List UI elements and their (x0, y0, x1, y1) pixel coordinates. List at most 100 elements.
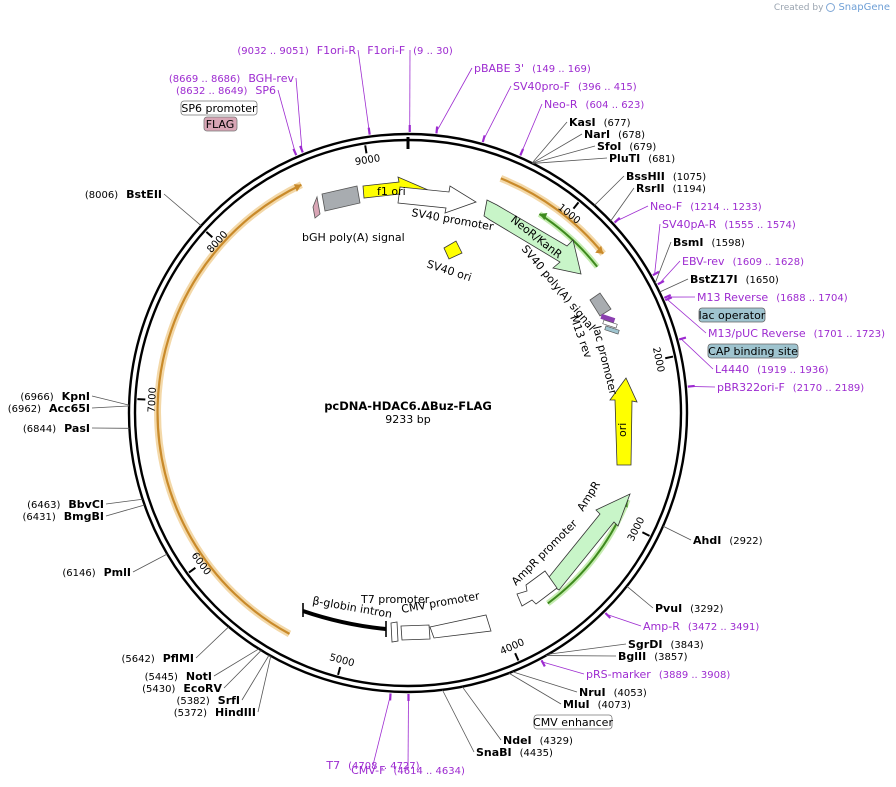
primer-mark-f1ori-r (367, 127, 371, 135)
leader-bsmi (654, 241, 672, 284)
bgh-polya-label: bGH poly(A) signal (302, 231, 405, 244)
orf-arc-green-1-head (539, 213, 548, 220)
tick-9000 (364, 145, 368, 154)
tick-4000 (514, 652, 520, 661)
primer-mark-sv40pro-f (481, 135, 486, 143)
tick-label-7000: 7000 (147, 387, 159, 413)
leader-prs-marker (542, 661, 585, 675)
leader-pbabe-3- (436, 67, 473, 132)
svg-text:CAP binding site: CAP binding site (708, 345, 798, 358)
leader-sv40pro-f (482, 85, 512, 141)
plasmid-length: 9233 bp (385, 413, 430, 426)
created-by-text: Created by (773, 2, 824, 13)
site-pflmi: (5642)PflMI (121, 652, 194, 665)
leader-acc65i (91, 405, 130, 409)
snapgene-brand: Created by SnapGene (774, 2, 890, 13)
primer-pbr322ori-f: pBR322ori-F(2170 .. 2189) (717, 381, 864, 394)
svg-text:CMV enhancer: CMV enhancer (533, 716, 613, 729)
tick-2000 (665, 355, 674, 360)
site-nrui: NruI(4053) (579, 686, 647, 699)
site-acc65i: (6962)Acc65I (8, 402, 90, 415)
primer-prs-marker: pRS-marker(3889 .. 3908) (586, 668, 730, 681)
m13-rev-feature (600, 313, 616, 324)
leader-ndei (461, 686, 502, 741)
site-pasi: (6844)PasI (23, 422, 90, 435)
tick-label-5000: 5000 (328, 652, 355, 669)
sp6-promoter-box: SP6 promoter (180, 100, 258, 116)
leader-kasi (531, 121, 568, 164)
site-noti: (5445)NotI (145, 670, 212, 683)
primer-neo-r: Neo-R(604 .. 623) (544, 98, 644, 111)
primer-f1ori-f: F1ori-F(9 .. 30) (367, 44, 453, 57)
tick-1000 (572, 201, 580, 210)
leader-bsteii (163, 193, 202, 227)
svg-text:lac operator: lac operator (699, 309, 766, 322)
primer-mark-sp6 (292, 148, 298, 156)
cap-binding-site-box: CAP binding site (707, 343, 799, 359)
sv40-polya-feature (589, 292, 612, 317)
tick-label-4000: 4000 (499, 637, 527, 657)
neor-kanr-feature (483, 199, 582, 275)
leader-sfoi (532, 145, 596, 164)
site-pvui: PvuI(3292) (655, 602, 724, 615)
leader-nari (532, 133, 583, 164)
snapgene-name: SnapGene (838, 2, 890, 13)
primer-mark-ebv-rev (657, 280, 665, 286)
primer-amp-r: Amp-R(3472 .. 3491) (643, 620, 759, 633)
leader-kpni (91, 395, 130, 406)
leader-rsrii (610, 187, 635, 222)
leader-bsshii (594, 175, 625, 206)
orf-arc-neo (500, 177, 605, 255)
tick-5000 (337, 666, 342, 676)
t7-promoter-label: T7 promoter (360, 593, 430, 606)
lac-operator-box: lac operator (698, 307, 766, 323)
primer-bgh-rev: (8669 .. 8686)BGH-rev (169, 72, 295, 85)
sv40-ori-feature (443, 240, 463, 260)
primer-mark-amp-r (604, 612, 612, 619)
site-snabi: SnaBI(4435) (476, 746, 553, 759)
sv40-promoter-feature (397, 185, 477, 214)
ori-feature (609, 377, 638, 466)
site-ahdi: AhdI(2922) (693, 534, 763, 547)
site-nari: NarI(678) (584, 128, 645, 141)
leader-t7 (372, 695, 391, 766)
sv40-ori-label: SV40 ori (425, 257, 473, 284)
tick-6000 (188, 566, 196, 574)
site-bstz17i: BstZ17I(1650) (690, 273, 779, 286)
site-hindiii: (5372)HindIII (174, 706, 256, 719)
f1-ori-label: f1 ori (377, 185, 406, 198)
site-kasi: KasI(677) (569, 116, 631, 129)
ori-label: ori (616, 423, 629, 437)
flag-feature (312, 195, 321, 219)
site-kpni: (6966)KpnI (20, 390, 90, 403)
leader-amp-r (606, 614, 642, 627)
leader-hindiii (257, 655, 272, 713)
tick-8000 (205, 231, 213, 239)
flag-box: FLAG (203, 116, 238, 132)
primer-mark-sv40pa-r (652, 270, 660, 277)
site-bsmi: BsmI(1598) (673, 236, 745, 249)
leader-bbvci (105, 498, 143, 505)
t7-promoter-feature (390, 621, 399, 643)
site-srfi: (5382)SrfI (177, 694, 241, 707)
site-sfoi: SfoI(679) (597, 140, 656, 153)
cmv-enhancer-feature (429, 614, 492, 639)
site-bsteii: (8006)BstEII (85, 188, 162, 201)
primer-mark-m13-reverse (663, 294, 672, 299)
backbone-outer-ring (127, 132, 689, 694)
primer-mark-neo-r (519, 148, 525, 156)
primer-f1ori-r: (9032 .. 9051)F1ori-R (237, 44, 356, 57)
leader-sv40pa-r (654, 223, 661, 275)
svg-text:SP6 promoter: SP6 promoter (181, 102, 257, 115)
primer-pbabe-3-: pBABE 3'(149 .. 169) (474, 62, 591, 75)
orf-arc-neo-head (595, 245, 604, 254)
primer-mark-m13-puc-reverse (664, 296, 673, 302)
leader-bmgbi (105, 504, 145, 517)
beta-globin-intron-feature (302, 609, 387, 631)
ampr-promoter-feature (516, 570, 558, 607)
leader-sp6 (277, 89, 296, 154)
leader-neo-r (520, 103, 543, 154)
leader-noti (213, 648, 260, 677)
leader-neo-f (615, 205, 649, 222)
tick-marks (137, 145, 674, 676)
